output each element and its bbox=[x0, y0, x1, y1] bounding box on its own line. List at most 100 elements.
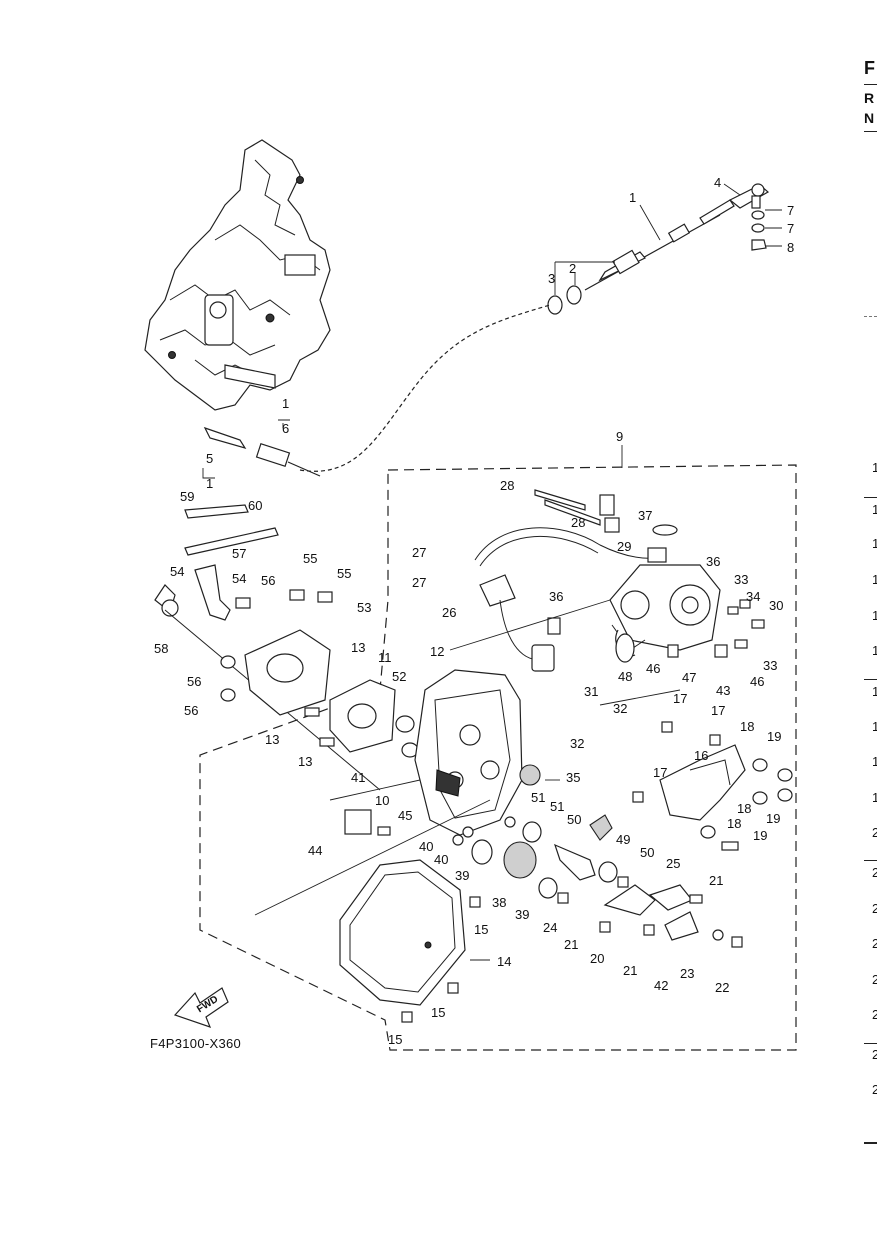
part-label: 51 bbox=[550, 799, 564, 814]
part-label: 17 bbox=[673, 691, 687, 706]
part-label: 1 bbox=[629, 190, 636, 205]
part-label: 27 bbox=[412, 575, 426, 590]
part-label: 11 bbox=[378, 650, 392, 665]
part-label: 37 bbox=[638, 508, 652, 523]
edge-number: 2 bbox=[872, 936, 877, 951]
part-label: 43 bbox=[716, 683, 730, 698]
part-label: 21 bbox=[623, 963, 637, 978]
edge-number: 1 bbox=[872, 502, 877, 517]
part-label: 57 bbox=[232, 546, 246, 561]
part-label: 55 bbox=[303, 551, 317, 566]
part-label: 21 bbox=[709, 873, 723, 888]
part-label: 27 bbox=[412, 545, 426, 560]
part-label: 9 bbox=[616, 429, 623, 444]
part-label: 5 bbox=[206, 451, 213, 466]
part-label: 7 bbox=[787, 203, 794, 218]
part-label: 47 bbox=[682, 670, 696, 685]
part-label: 26 bbox=[442, 605, 456, 620]
part-label: 1 bbox=[282, 396, 289, 411]
actuator-unit bbox=[609, 564, 765, 663]
part-label: 39 bbox=[515, 907, 529, 922]
part-label: 15 bbox=[431, 1005, 445, 1020]
part-label: 54 bbox=[232, 571, 246, 586]
part-label: 20 bbox=[590, 951, 604, 966]
part-label: 12 bbox=[430, 644, 444, 659]
part-label: 38 bbox=[492, 895, 506, 910]
edge-number: 1 bbox=[872, 719, 877, 734]
part-label: 19 bbox=[753, 828, 767, 843]
part-label: 24 bbox=[543, 920, 557, 935]
part-label: 18 bbox=[737, 801, 751, 816]
part-label: 50 bbox=[567, 812, 581, 827]
part-labels: 1 4 7 7 8 3 2 1 6 5 1 9 28 28 37 29 36 3… bbox=[154, 175, 794, 1047]
edge-header: F bbox=[864, 58, 875, 78]
part-label: 13 bbox=[265, 732, 279, 747]
part-label: 55 bbox=[337, 566, 351, 581]
bracket-16 bbox=[632, 721, 793, 851]
part-label: 32 bbox=[570, 736, 584, 751]
adjacent-page-edge: F R N 1 1 1 1 1 1 1 1 1 1 2 2 2 2 2 2 2 … bbox=[860, 0, 877, 1241]
edge-number: 2 bbox=[872, 865, 877, 880]
edge-rule bbox=[864, 1043, 877, 1044]
leader-lines bbox=[202, 183, 782, 961]
part-label: 8 bbox=[787, 240, 794, 255]
cover-14 bbox=[339, 859, 481, 1023]
part-label: 1 bbox=[206, 476, 213, 491]
part-label: 28 bbox=[571, 515, 585, 530]
edge-number: 2 bbox=[872, 901, 877, 916]
part-label: 33 bbox=[763, 658, 777, 673]
part-label: 60 bbox=[248, 498, 262, 513]
edge-number: 1 bbox=[872, 684, 877, 699]
part-label: 35 bbox=[566, 770, 580, 785]
edge-rule bbox=[864, 316, 877, 317]
part-label: 21 bbox=[564, 937, 578, 952]
edge-number: 1 bbox=[872, 536, 877, 551]
part-label: 18 bbox=[727, 816, 741, 831]
edge-rule bbox=[864, 84, 877, 85]
edge-number: 1 bbox=[872, 754, 877, 769]
edge-number: 2 bbox=[872, 972, 877, 987]
part-label: 17 bbox=[653, 765, 667, 780]
part-label: 6 bbox=[282, 421, 289, 436]
part-label: 3 bbox=[548, 271, 555, 286]
part-label: 4 bbox=[714, 175, 721, 190]
edge-number: 2 bbox=[872, 1007, 877, 1022]
part-label: 29 bbox=[617, 539, 631, 554]
part-label: 48 bbox=[618, 669, 632, 684]
edge-number: 1 bbox=[872, 608, 877, 623]
part-label: 18 bbox=[740, 719, 754, 734]
part-label: 31 bbox=[584, 684, 598, 699]
part-label: 46 bbox=[750, 674, 764, 689]
edge-number: 2 bbox=[872, 825, 877, 840]
cable-assembly bbox=[203, 183, 770, 477]
part-label: 7 bbox=[787, 221, 794, 236]
part-label: 19 bbox=[766, 811, 780, 826]
edge-header: N bbox=[864, 110, 875, 126]
part-label: 22 bbox=[715, 980, 729, 995]
fwd-arrow: FWD bbox=[173, 987, 229, 1028]
part-label: 16 bbox=[694, 748, 708, 763]
part-label: 13 bbox=[298, 754, 312, 769]
part-label: 30 bbox=[769, 598, 783, 613]
part-label: 59 bbox=[180, 489, 194, 504]
part-label: 49 bbox=[616, 832, 630, 847]
part-label: 36 bbox=[706, 554, 720, 569]
part-label: 56 bbox=[187, 674, 201, 689]
part-label: 36 bbox=[549, 589, 563, 604]
part-label: 54 bbox=[170, 564, 184, 579]
part-label: 19 bbox=[767, 729, 781, 744]
part-label: 39 bbox=[455, 868, 469, 883]
bracket-assembly bbox=[144, 139, 331, 411]
part-label: 2 bbox=[569, 261, 576, 276]
edge-rule bbox=[864, 679, 877, 680]
edge-rule bbox=[864, 131, 877, 132]
part-label: 15 bbox=[474, 922, 488, 937]
part-label: 34 bbox=[746, 589, 760, 604]
part-label: 25 bbox=[666, 856, 680, 871]
part-label: 28 bbox=[500, 478, 514, 493]
edge-number: 1 bbox=[872, 460, 877, 475]
part-label: 46 bbox=[646, 661, 660, 676]
part-label: 10 bbox=[375, 793, 389, 808]
part-label: 42 bbox=[654, 978, 668, 993]
